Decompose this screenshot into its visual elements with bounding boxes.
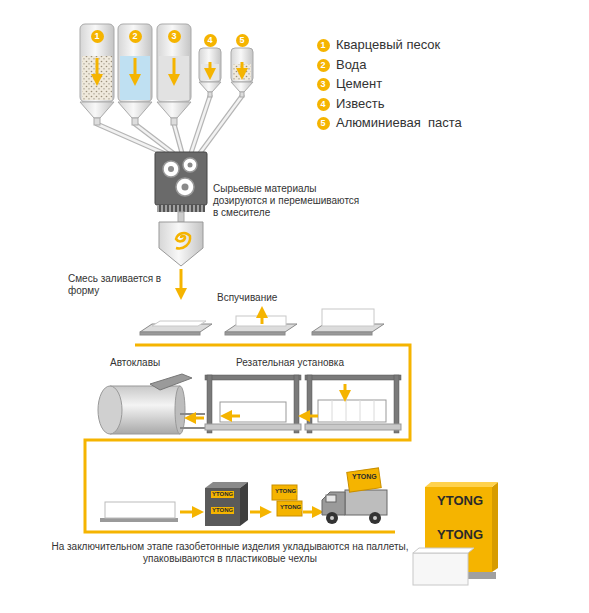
callout-number: 3 bbox=[317, 78, 330, 91]
callout-number: 2 bbox=[317, 59, 330, 72]
legend-text: Известь bbox=[336, 96, 385, 111]
brand-label: YTONG bbox=[211, 491, 234, 498]
brand-label: YTONG bbox=[436, 494, 484, 508]
step-label: Смесь заливается в форму bbox=[68, 273, 170, 297]
legend-item: Алюминиевая паста bbox=[336, 115, 462, 131]
caption-text: На заключительном этапе газобетонные изд… bbox=[40, 541, 420, 565]
step-label: Резательная установка bbox=[236, 357, 344, 369]
step-label: Вспучивание bbox=[217, 292, 277, 304]
callout-number: 4 bbox=[204, 34, 217, 47]
callout-number: 1 bbox=[317, 39, 330, 52]
legend-text: Алюминиевая паста bbox=[336, 115, 462, 130]
brand-label: YTONG bbox=[211, 507, 234, 514]
brand-label: YTONG bbox=[274, 488, 297, 495]
brand-label: YTONG bbox=[436, 528, 484, 542]
legend-item: Цемент bbox=[336, 76, 382, 92]
brand-label: YTONG bbox=[279, 504, 302, 511]
step-label: Сырьевые материалы дозируются и перемеши… bbox=[213, 183, 363, 219]
callout-number: 1 bbox=[91, 30, 104, 43]
brand-label: YTONG bbox=[351, 473, 378, 481]
step-label: Автоклавы bbox=[110, 357, 160, 369]
legend-item: Известь bbox=[336, 96, 385, 112]
legend-text: Кварцевый песок bbox=[336, 37, 440, 52]
legend-text: Цемент bbox=[336, 76, 382, 91]
callout-number: 5 bbox=[236, 34, 249, 47]
legend-item: Кварцевый песок bbox=[336, 37, 440, 53]
callout-number: 3 bbox=[168, 30, 181, 43]
callout-number: 5 bbox=[317, 117, 330, 130]
legend-text: Вода bbox=[336, 57, 366, 72]
callout-number: 2 bbox=[129, 30, 142, 43]
callout-number: 4 bbox=[317, 98, 330, 111]
legend-item: Вода bbox=[336, 57, 366, 73]
